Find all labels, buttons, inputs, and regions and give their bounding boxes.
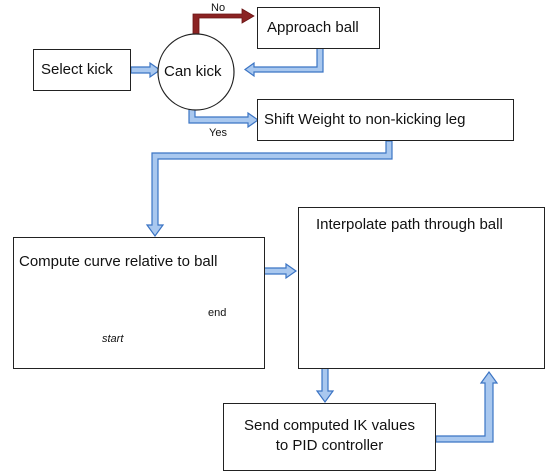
arrow-cankick-to-shift [188,105,260,129]
select-kick-label: Select kick [41,61,113,78]
approach-ball-label: Approach ball [267,19,359,36]
curve-start-label: start [102,333,124,345]
can-kick-decision-circle [157,33,235,111]
arrow-compute-to-interpolate [263,262,298,280]
arrow-approach-to-cankick [243,46,324,78]
arrow-send-to-interpolate [435,370,499,443]
shift-weight-box [257,99,514,141]
send-ik-label-line1: Send computed IK values [244,417,415,434]
flow-arrows [130,46,499,443]
arrow-interpolate-to-send [315,367,335,404]
compute-curve-box [13,237,265,369]
compute-curve-label: Compute curve relative to ball [19,253,218,270]
interpolate-path-label: Interpolate path through ball [316,216,503,233]
arrow-shift-to-compute [145,140,393,238]
yes-edge-label: Yes [209,127,227,139]
interpolate-path-box [298,207,545,369]
send-ik-box [223,403,436,471]
select-kick-box [33,49,131,91]
arrow-select-to-cankick [130,61,162,79]
send-ik-label-line2: to PID controller [275,437,384,454]
no-edge-label: No [211,2,226,14]
arrow-no [192,8,255,41]
curve-end-label: end [208,307,227,319]
can-kick-label: Can kick [164,63,222,80]
approach-ball-box [257,7,380,49]
shift-weight-label: Shift Weight to non-kicking leg [264,111,466,128]
